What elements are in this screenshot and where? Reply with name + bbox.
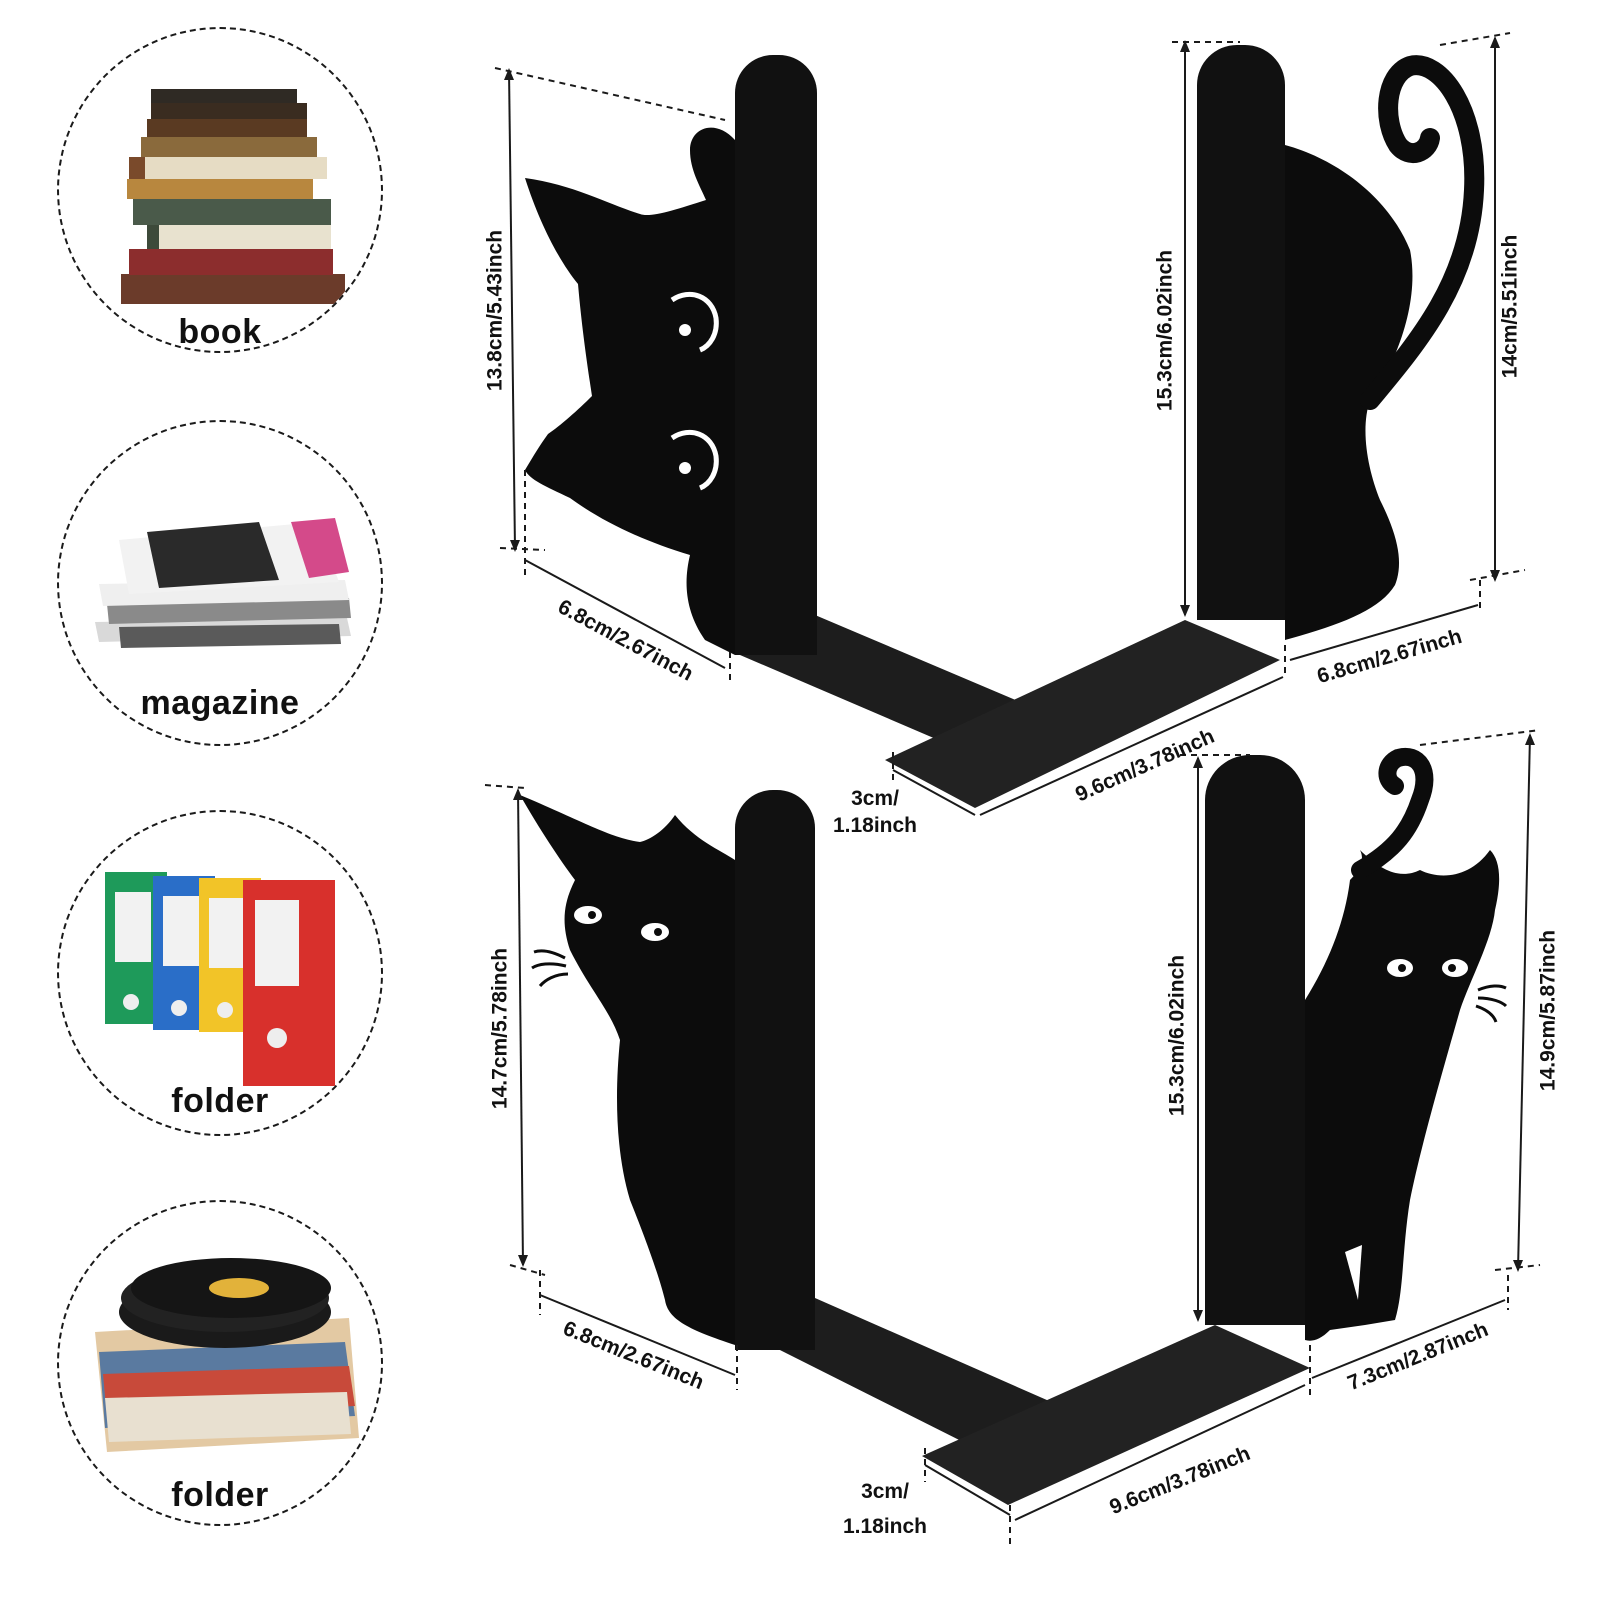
top-right-cat-tail bbox=[1360, 55, 1485, 410]
top-left-cat-eyes bbox=[670, 291, 719, 491]
use-label: folder bbox=[171, 1082, 269, 1120]
use-circle-records: folder bbox=[57, 1200, 383, 1526]
bottom-base-width-label: 3cm/ 1.18inch bbox=[820, 1478, 950, 1541]
top-right-height-label: 14cm/5.51inch bbox=[1498, 234, 1522, 379]
bottom-right-cat bbox=[1305, 850, 1500, 1341]
top-left-cat-head bbox=[525, 127, 735, 656]
top-base-width-line1: 3cm/ bbox=[851, 787, 899, 810]
magazine-stack-icon bbox=[95, 518, 351, 648]
bottom-base-right bbox=[922, 1325, 1310, 1505]
use-circle-folder: folder bbox=[57, 810, 383, 1136]
use-label: book bbox=[178, 313, 262, 351]
top-base-right bbox=[885, 620, 1280, 808]
bottom-left-cat bbox=[520, 795, 735, 1345]
use-circle-magazine: magazine bbox=[57, 420, 383, 746]
book-stack-icon bbox=[121, 89, 345, 304]
vinyl-records-icon bbox=[95, 1258, 359, 1452]
top-right-cat-body bbox=[1285, 145, 1413, 640]
top-base-width-label: 3cm/ 1.18inch bbox=[815, 785, 935, 840]
use-label: folder bbox=[171, 1476, 269, 1514]
bottom-base-width-line1: 3cm/ bbox=[861, 1480, 909, 1503]
top-right-panel-height-label: 15.3cm/6.02inch bbox=[1153, 249, 1177, 412]
bottom-right-panel-height-label: 15.3cm/6.02inch bbox=[1165, 954, 1189, 1117]
top-base-width-line2: 1.18inch bbox=[832, 814, 918, 838]
use-label: magazine bbox=[140, 684, 300, 722]
dimension-arrows bbox=[504, 36, 1535, 1322]
binder-folders-icon bbox=[105, 872, 335, 1086]
top-left-height-label: 13.8cm/5.43inch bbox=[483, 229, 507, 392]
bottom-right-height-label: 14.9cm/5.87inch bbox=[1536, 929, 1560, 1092]
bottom-right-cat-tail bbox=[1351, 747, 1434, 879]
dimension-lines bbox=[484, 32, 1541, 1545]
use-circle-book: book bbox=[57, 27, 383, 353]
bottom-base-width-line2: 1.18inch bbox=[842, 1515, 928, 1539]
bottom-left-height-label: 14.7cm/5.78inch bbox=[488, 947, 512, 1110]
